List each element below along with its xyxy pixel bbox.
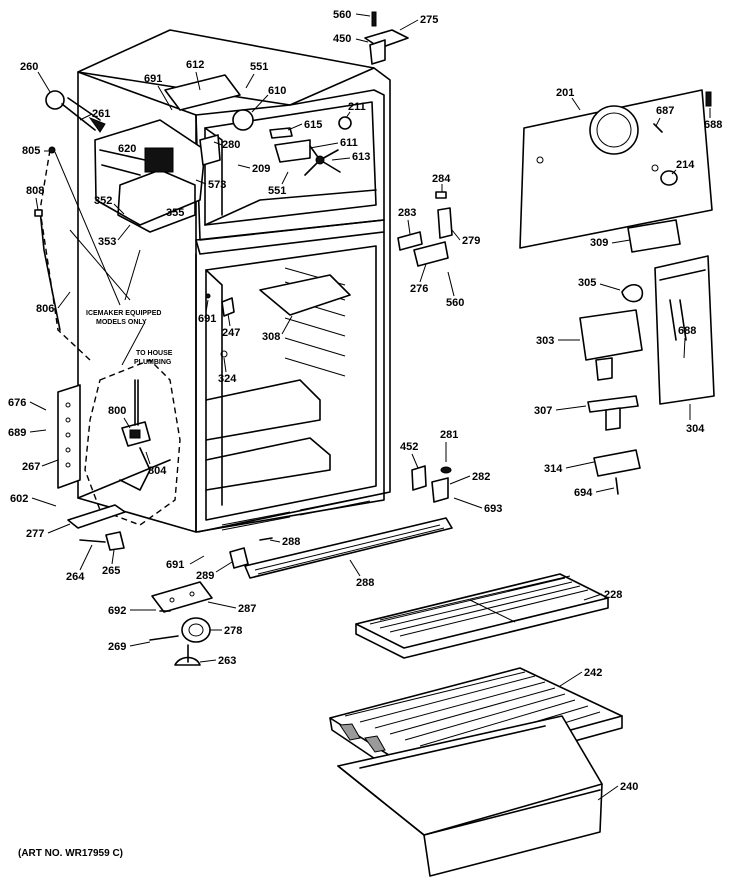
label-551-top: 551 (250, 61, 268, 73)
label-560-mid: 560 (446, 297, 464, 309)
label-612: 612 (186, 59, 204, 71)
crisper-drawer (337, 715, 603, 877)
label-247: 247 (222, 327, 240, 339)
label-261: 261 (92, 108, 110, 120)
label-573: 573 (208, 179, 226, 191)
label-324: 324 (218, 373, 237, 385)
label-281: 281 (440, 429, 458, 441)
label-450: 450 (333, 33, 351, 45)
label-688-mid: 688 (678, 325, 696, 337)
label-214: 214 (676, 159, 695, 171)
label-287: 287 (238, 603, 256, 615)
label-551-mid: 551 (268, 185, 286, 197)
label-611: 611 (340, 137, 358, 149)
bottom-grille (229, 517, 453, 579)
label-676: 676 (8, 397, 26, 409)
label-613: 613 (352, 151, 370, 163)
interior-small-parts (205, 274, 351, 358)
label-289: 289 (196, 570, 214, 582)
label-693: 693 (484, 503, 502, 515)
label-800: 800 (108, 405, 126, 417)
label-691-top: 691 (144, 73, 162, 85)
label-260: 260 (20, 61, 38, 73)
label-692: 692 (108, 605, 126, 617)
label-265: 265 (102, 565, 120, 577)
label-228: 228 (604, 589, 622, 601)
label-304: 304 (686, 423, 705, 435)
label-288-clip: 288 (282, 536, 300, 548)
freezer-fan-parts (164, 74, 352, 176)
note-icemaker-line2: MODELS ONLY (96, 319, 147, 326)
icemaker-note: ICEMAKER EQUIPPED MODELS ONLY (86, 310, 161, 326)
label-303: 303 (536, 335, 554, 347)
label-209: 209 (252, 163, 270, 175)
label-615: 615 (304, 119, 322, 131)
label-309: 309 (590, 237, 608, 249)
water-line-group (34, 146, 181, 526)
label-694: 694 (574, 487, 593, 499)
label-277: 277 (26, 528, 44, 540)
label-282: 282 (472, 471, 490, 483)
middle-hinge-parts (397, 191, 453, 503)
label-452: 452 (400, 441, 418, 453)
label-276: 276 (410, 283, 428, 295)
label-269: 269 (108, 641, 126, 653)
wire-shelf (355, 573, 609, 659)
label-805: 805 (22, 145, 40, 157)
label-284: 284 (432, 173, 451, 185)
label-808: 808 (26, 185, 44, 197)
evaporator-cover (519, 89, 713, 253)
label-314: 314 (544, 463, 563, 475)
note-plumbing-line1: TO HOUSE (136, 350, 173, 357)
air-duct-parts (579, 255, 715, 495)
label-211: 211 (348, 101, 366, 113)
part-callouts: 560 275 450 260 261 691 612 551 610 211 … (8, 9, 722, 801)
label-560: 560 (333, 9, 351, 21)
label-620: 620 (118, 143, 136, 155)
label-352: 352 (94, 195, 112, 207)
label-687: 687 (656, 105, 674, 117)
label-691-low: 691 (166, 559, 184, 571)
label-804: 804 (148, 465, 167, 477)
label-610: 610 (268, 85, 286, 97)
label-602: 602 (10, 493, 28, 505)
icemaker-assembly (45, 90, 206, 233)
note-icemaker-line1: ICEMAKER EQUIPPED (86, 310, 161, 317)
rear-bracket (57, 384, 81, 489)
label-242: 242 (584, 667, 602, 679)
label-353: 353 (98, 236, 116, 248)
label-307: 307 (534, 405, 552, 417)
label-689: 689 (8, 427, 26, 439)
note-plumbing-line2: PLUMBING (134, 359, 172, 366)
label-264: 264 (66, 571, 85, 583)
label-806: 806 (36, 303, 54, 315)
lower-left-parts (67, 504, 213, 666)
art-number-caption: (ART NO. WR17959 C) (18, 848, 123, 859)
label-305: 305 (578, 277, 596, 289)
label-308: 308 (262, 331, 280, 343)
plumbing-note: TO HOUSE PLUMBING (134, 350, 173, 366)
label-691-mid: 691 (198, 313, 216, 325)
label-263: 263 (218, 655, 236, 667)
label-288-grille: 288 (356, 577, 374, 589)
label-279: 279 (462, 235, 480, 247)
top-hinge (364, 11, 409, 65)
label-267: 267 (22, 461, 40, 473)
water-valve (119, 379, 151, 491)
label-355: 355 (166, 207, 184, 219)
label-240: 240 (620, 781, 638, 793)
label-275: 275 (420, 14, 438, 26)
label-278: 278 (224, 625, 242, 637)
label-280: 280 (222, 139, 240, 151)
label-688-top: 688 (704, 119, 722, 131)
cabinet-case (77, 29, 391, 533)
label-201: 201 (556, 87, 574, 99)
label-283: 283 (398, 207, 416, 219)
